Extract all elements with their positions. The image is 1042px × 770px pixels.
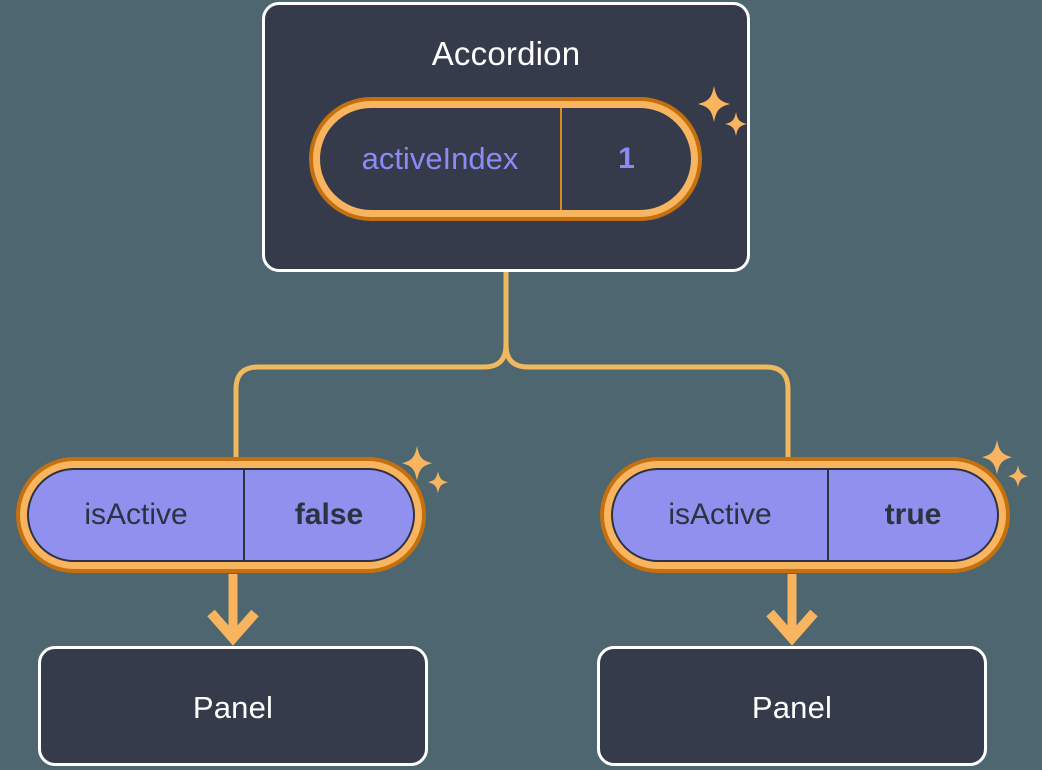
accordion-title: Accordion bbox=[431, 35, 581, 72]
panel-title: Panel bbox=[751, 690, 833, 725]
prop-pill-isactive-right[interactable]: isActive true bbox=[600, 457, 1010, 573]
pill-inner-ring: isActive true bbox=[604, 461, 1006, 569]
connector-accordion-to-child-right bbox=[503, 342, 791, 463]
pill-value-label: true bbox=[827, 470, 997, 560]
prop-pill-isactive-left[interactable]: isActive false bbox=[16, 457, 426, 573]
panel-component-card-left[interactable]: Panel bbox=[38, 646, 428, 766]
pill-body: isActive true bbox=[611, 468, 999, 562]
pill-value-label: false bbox=[243, 470, 413, 560]
pill-key-label: isActive bbox=[668, 498, 772, 531]
connector-accordion-to-children bbox=[233, 269, 509, 463]
arrow-down-icon-right bbox=[766, 574, 818, 646]
pill-key-label: isActive bbox=[84, 498, 188, 531]
pill-inner-ring: activeIndex 1 bbox=[313, 101, 698, 217]
pill-key-label: activeIndex bbox=[361, 141, 519, 176]
panel-title: Panel bbox=[192, 690, 274, 725]
pill-body: activeIndex 1 bbox=[320, 108, 691, 210]
pill-value-label: 1 bbox=[560, 108, 691, 210]
state-pill-activeindex[interactable]: activeIndex 1 bbox=[309, 97, 702, 221]
arrow-down-icon-left bbox=[207, 574, 259, 646]
pill-body: isActive false bbox=[27, 468, 415, 562]
pill-inner-ring: isActive false bbox=[20, 461, 422, 569]
panel-component-card-right[interactable]: Panel bbox=[597, 646, 987, 766]
